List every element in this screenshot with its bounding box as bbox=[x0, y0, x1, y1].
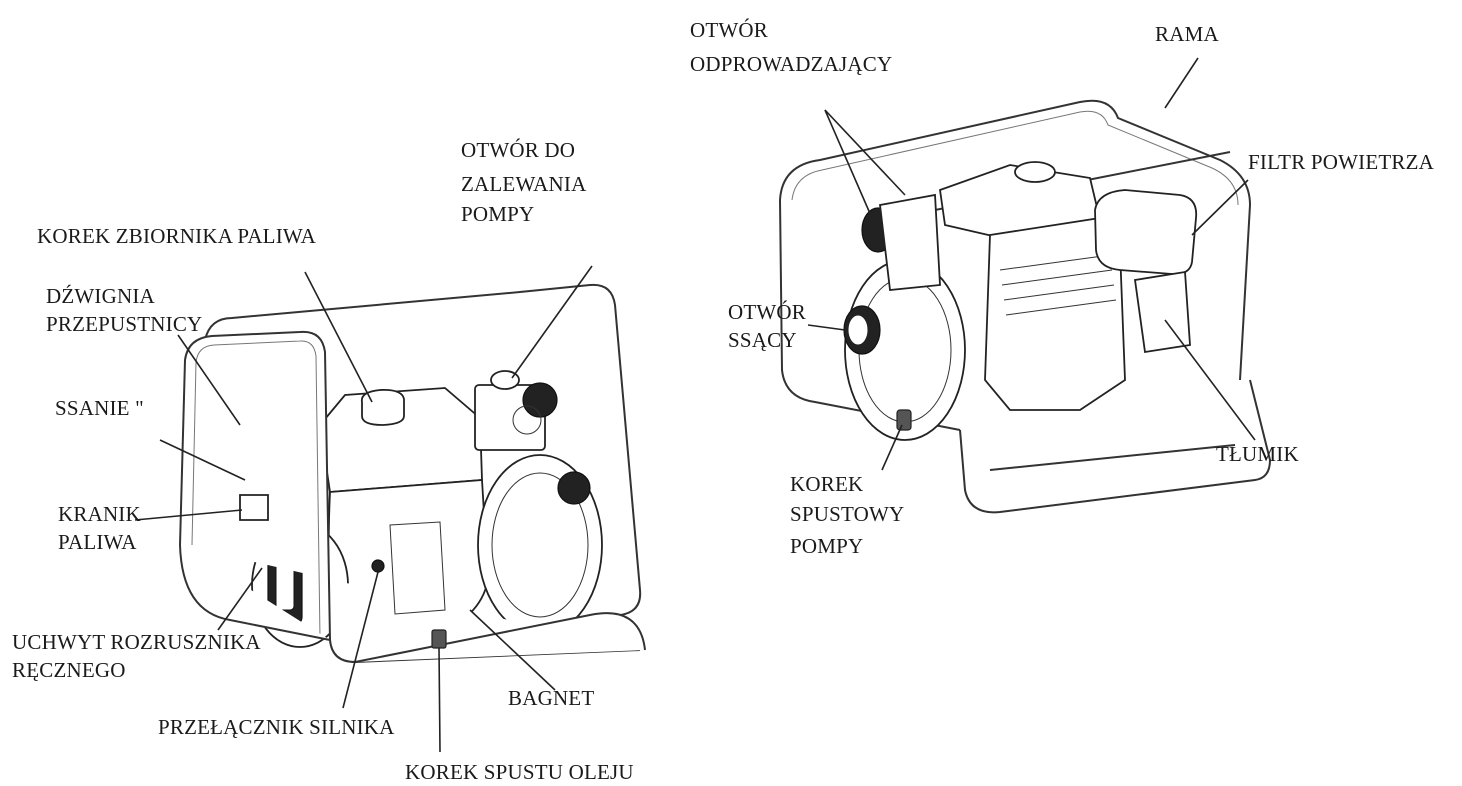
right-air-filter bbox=[1094, 189, 1198, 275]
right-engine-fins bbox=[999, 254, 1117, 316]
right-frame-base-rail bbox=[989, 444, 1236, 471]
left-frame-base bbox=[179, 544, 331, 641]
right-inlet-port-face bbox=[847, 314, 869, 346]
label-recoil-starter-line1: UCHWYT ROZRUSZNIKA bbox=[12, 630, 261, 654]
label-recoil-starter-line2: RĘCZNEGO bbox=[12, 658, 126, 682]
leader-oil-drain bbox=[438, 647, 441, 753]
label-pump-drain-line3: POMPY bbox=[790, 534, 864, 558]
leader-fuel-valve bbox=[134, 509, 243, 521]
leader-muffler bbox=[1164, 319, 1256, 441]
right-fuel-cap bbox=[1014, 161, 1056, 183]
label-pump-drain-line1: KOREK bbox=[790, 472, 864, 496]
leader-pump-drain bbox=[881, 424, 903, 471]
right-pump-neck bbox=[879, 193, 941, 291]
label-engine-switch: PRZEŁĄCZNIK SILNIKA bbox=[158, 715, 395, 739]
leader-frame bbox=[1164, 57, 1199, 109]
label-throttle-line1: DŹWIGNIA bbox=[46, 284, 155, 308]
label-outlet-line2: ODPROWADZAJĄCY bbox=[690, 52, 893, 76]
left-oil-drain-plug bbox=[431, 629, 447, 649]
label-choke: SSANIE " bbox=[55, 396, 144, 420]
label-priming-port-line1: OTWÓR DO bbox=[461, 138, 576, 162]
label-fuel-valve-line2: PALIWA bbox=[58, 530, 137, 554]
label-outlet-line1: OTWÓR bbox=[690, 18, 768, 42]
label-frame: RAMA bbox=[1155, 22, 1219, 46]
left-carb-detail bbox=[389, 521, 446, 615]
right-pump-illustration bbox=[779, 57, 1272, 514]
left-frame-back bbox=[204, 290, 549, 341]
left-pump-illustration bbox=[134, 265, 646, 753]
label-pump-drain-line2: SPUSTOWY bbox=[790, 502, 905, 526]
label-throttle-line2: PRZEPUSTNICY bbox=[46, 312, 203, 336]
label-muffler: TŁUMIK bbox=[1216, 442, 1299, 466]
left-frame-front-inner bbox=[191, 340, 321, 639]
left-frame-rear-rail bbox=[519, 283, 642, 621]
label-priming-port-line3: POMPY bbox=[461, 202, 535, 226]
label-inlet-line2: SSĄCY bbox=[728, 328, 797, 352]
left-outlet-port bbox=[522, 382, 558, 418]
left-inlet-port bbox=[557, 471, 591, 505]
left-priming-cap bbox=[490, 370, 520, 390]
left-pump-volute-inner bbox=[491, 472, 589, 618]
label-inlet-line1: OTWÓR bbox=[728, 300, 806, 324]
right-frame-top-inner bbox=[791, 110, 1239, 206]
leader-choke bbox=[159, 439, 246, 481]
left-fuel-cap bbox=[360, 389, 405, 426]
leader-priming bbox=[511, 265, 593, 379]
right-frame-base bbox=[959, 379, 1272, 514]
leader-outlet-b bbox=[824, 109, 906, 196]
right-muffler bbox=[1133, 270, 1191, 354]
leader-inlet bbox=[807, 324, 846, 331]
label-oil-drain-plug: KOREK SPUSTU OLEJU bbox=[405, 760, 634, 784]
label-priming-port-line2: ZALEWANIA bbox=[461, 172, 587, 196]
leader-outlet-a bbox=[824, 109, 876, 226]
label-fuel-tank-cap: KOREK ZBIORNIKA PALIWA bbox=[37, 224, 316, 248]
leader-throttle bbox=[177, 334, 241, 426]
leader-dipstick bbox=[469, 609, 556, 691]
right-pump-drain-plug bbox=[896, 409, 912, 431]
leader-air-filter bbox=[1191, 179, 1249, 236]
label-dipstick: BAGNET bbox=[508, 686, 595, 710]
left-engine-switch bbox=[371, 559, 385, 573]
left-frame-front bbox=[179, 330, 641, 664]
left-fuel-valve bbox=[239, 494, 269, 521]
leader-engine-switch bbox=[342, 571, 379, 709]
left-outlet-port-ring bbox=[512, 405, 542, 435]
leader-fuel-cap bbox=[304, 271, 373, 403]
label-fuel-valve-line1: KRANIK bbox=[58, 502, 141, 526]
label-air-filter: FILTR POWIETRZA bbox=[1248, 150, 1434, 174]
leader-recoil bbox=[217, 567, 263, 631]
